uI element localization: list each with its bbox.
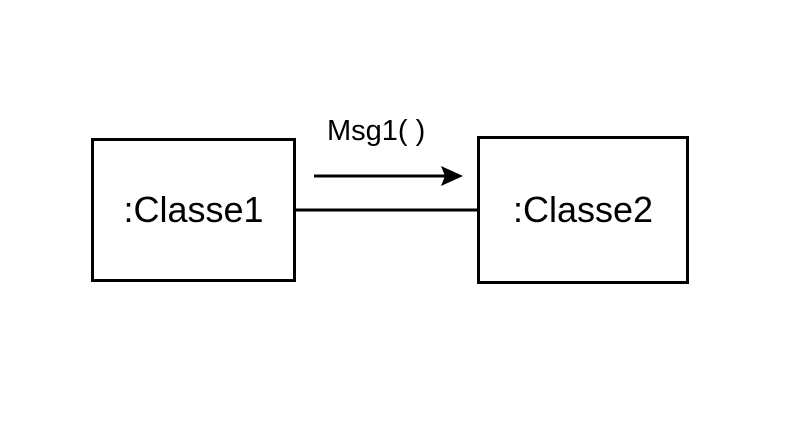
object-label-classe2: :Classe2 — [512, 189, 654, 230]
object-box-classe1[interactable]: :Classe1 — [91, 138, 296, 282]
object-box-classe2[interactable]: :Classe2 — [477, 136, 689, 284]
object-label-classe1: :Classe1 — [123, 189, 264, 230]
message-label: Msg1( ) — [327, 115, 426, 147]
message-arrow-head — [441, 166, 463, 186]
